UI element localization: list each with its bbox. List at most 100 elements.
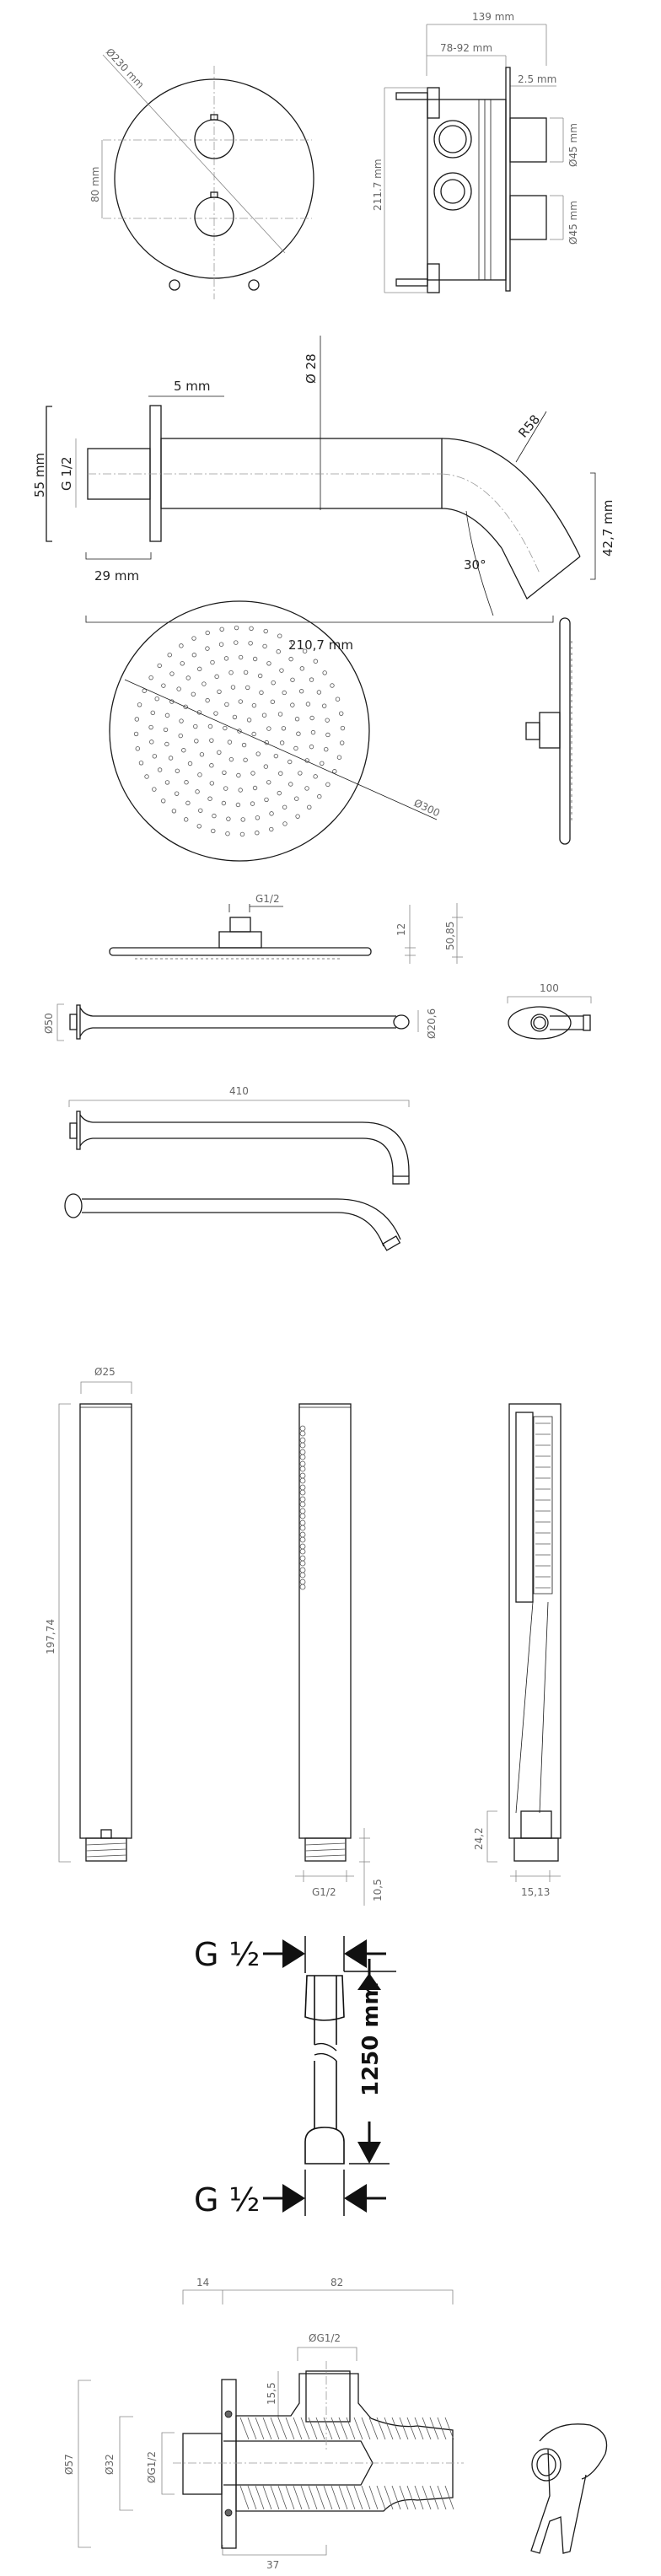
nozzle [299,1425,306,1432]
knob-spacing-label: 80 mm [89,167,101,202]
nozzle [281,726,287,731]
nozzle [211,828,216,834]
nozzle [183,704,188,709]
nozzle [152,754,158,759]
nozzle-pattern [133,625,346,837]
wall-outlet-section: 14 82 ØG1/2 15,5 Ø57 Ø32 ØG1/2 37 [63,2277,464,2571]
nozzle [149,739,154,745]
shower-arm-end-view: 100 [507,982,592,1040]
nozzle [138,761,144,766]
nozzle [218,642,224,647]
total-height-label: 50,85 [444,922,456,950]
base-height-label: 24,2 [473,1827,485,1850]
rain-shower-side-view [525,617,572,845]
nozzle [255,751,261,756]
shower-arm-side-view: 410 [64,1085,410,1251]
nozzle [299,666,305,671]
nozzle [210,659,215,665]
nozzle [180,661,185,666]
nozzle [257,673,263,679]
rain-shower-profile: G1/2 12 50,85 [109,893,463,964]
nozzle [299,1477,306,1484]
nozzle [259,690,264,696]
nozzle [148,675,153,680]
nozzle [157,663,162,669]
nozzle [277,790,282,796]
plate-height-label: 12 [395,923,407,936]
nozzle [176,686,181,691]
nozzle [161,799,166,804]
nozzle [299,1584,306,1590]
nozzle [277,633,282,638]
nozzle [299,1472,306,1479]
nozzle [224,702,229,707]
thread-length-label: 29 mm [94,568,139,583]
nozzle [191,636,196,641]
nozzle [340,725,346,731]
nozzle [243,670,249,675]
hand-shower-length-label: 197,74 [45,1619,56,1654]
total-depth-label: 139 mm [472,11,514,23]
nozzle [183,817,189,822]
nozzle [299,1548,306,1555]
nozzle [255,815,261,820]
nozzle [305,702,311,707]
nozzle [263,628,268,634]
nozzle [324,746,329,752]
nozzle [222,770,227,775]
nozzle [298,771,303,776]
nozzle [299,1489,306,1496]
nozzle [299,1519,306,1526]
nozzle [299,1465,306,1472]
nozzle [197,666,202,672]
nozzle [223,656,229,661]
nozzle [294,717,300,722]
knob-top-diameter-label: Ø45 mm [567,123,579,167]
drop-label: 42,7 mm [600,500,615,557]
nozzle [144,774,149,779]
nozzle [321,703,327,708]
nozzle [185,675,191,680]
nozzle [299,1501,306,1508]
nozzle [273,753,279,759]
nozzle [168,756,174,761]
nozzle [282,804,288,809]
nozzle [299,1442,306,1449]
nozzle [184,780,189,785]
nozzle [219,627,224,632]
nozzle [205,630,210,636]
nozzle [243,757,248,762]
nozzle [245,685,250,691]
install-depth-label: 78-92 mm [440,42,492,54]
nozzle [178,733,183,739]
nozzle [269,811,274,816]
nozzle [262,643,267,649]
nozzle [293,745,298,751]
nozzle [199,752,205,757]
nozzle [307,804,312,809]
nozzle [250,801,255,806]
nozzle [234,640,239,645]
nozzle [241,742,247,748]
body-diameter-label: Ø32 [104,2454,116,2475]
nozzle [325,782,330,788]
nozzle [277,712,283,717]
thread-width-label: 15,13 [521,1886,550,1898]
nozzle [164,780,170,785]
nozzle [299,1454,306,1460]
nozzle [261,713,267,718]
box-height-label: 211.7 mm [372,159,384,211]
spout-view: Ø 28 5 mm 55 mm G 1/2 29 mm R58 30° 42,7… [32,336,615,653]
nozzle [266,780,271,785]
nozzle [240,817,245,822]
nozzle [299,1578,306,1585]
nozzle [299,1496,306,1503]
nozzle [304,786,309,791]
nozzle [299,1543,306,1550]
nozzle [332,769,337,774]
wall-outlet-bracket-sketch [530,2423,608,2554]
nozzle [217,750,222,756]
nozzle [269,826,274,832]
flange-height-label: 55 mm [32,453,47,497]
nozzle [288,782,293,787]
